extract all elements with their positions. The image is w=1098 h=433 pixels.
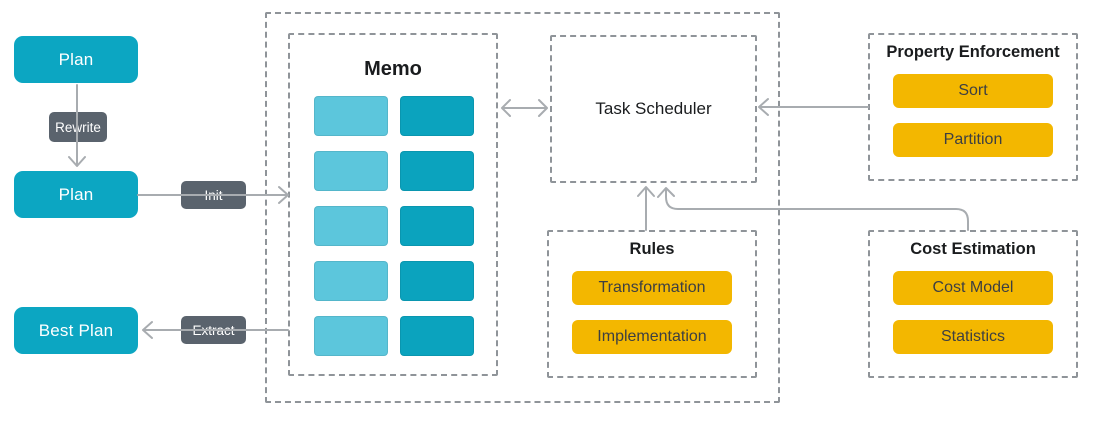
rewrite-edge-label: Rewrite [49,112,107,142]
statistics-chip: Statistics [893,320,1053,354]
plan-top-node: Plan [14,36,138,83]
partition-chip: Partition [893,123,1053,157]
sort-chip: Sort [893,74,1053,108]
cost-model-chip: Cost Model [893,271,1053,305]
memo-cell-dark [400,206,474,246]
plan-mid-node: Plan [14,171,138,218]
memo-grid [314,96,474,356]
memo-cell-light [314,261,388,301]
implementation-chip: Implementation [572,320,732,354]
best-plan-node: Best Plan [14,307,138,354]
memo-cell-dark [400,261,474,301]
memo-cell-light [314,96,388,136]
memo-cell-light [314,206,388,246]
task-scheduler-title: Task Scheduler [595,99,712,118]
memo-cell-light [314,316,388,356]
memo-cell-light [314,151,388,191]
task-scheduler-group: Task Scheduler [550,35,757,183]
memo-cell-dark [400,151,474,191]
cost-estimation-title: Cost Estimation [910,240,1036,258]
memo-cell-dark [400,316,474,356]
rules-title: Rules [629,240,675,258]
init-edge-label: Init [181,181,246,209]
property-enforcement-title: Property Enforcement [886,43,1060,61]
extract-edge-label: Extract [181,316,246,344]
memo-title: Memo [364,58,422,80]
memo-group: Memo [288,33,498,376]
memo-cell-dark [400,96,474,136]
transformation-chip: Transformation [572,271,732,305]
